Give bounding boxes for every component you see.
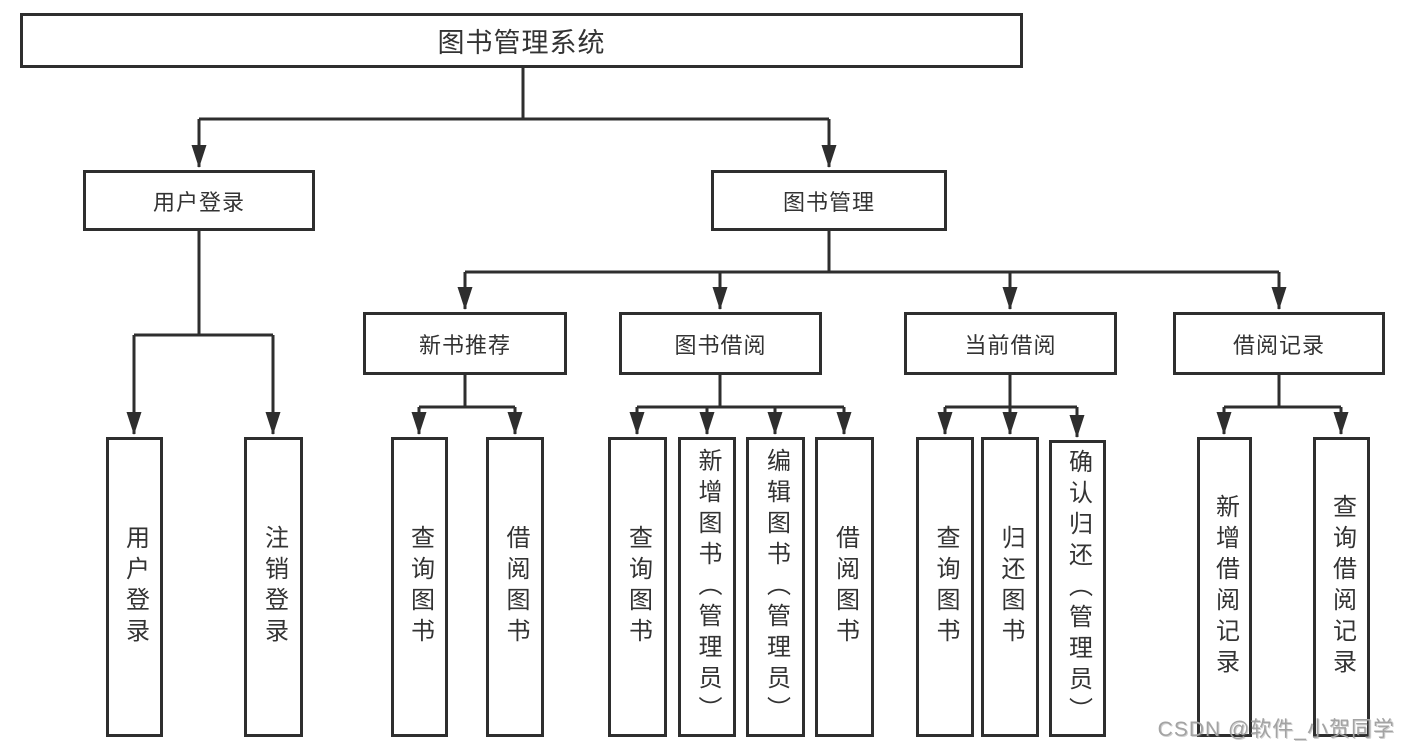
leaf-add-book-admin: 新增图书（管理员） — [678, 437, 736, 737]
leaf-add-book-admin-label: 新增图书（管理员） — [694, 447, 721, 727]
leaf-borrow-books-borrowing: 借阅图书 — [815, 437, 874, 737]
leaf-edit-book-admin: 编辑图书（管理员） — [746, 437, 805, 737]
leaf-query-borrow-record-label: 查询借阅记录 — [1328, 494, 1356, 680]
node-user-login: 用户登录 — [83, 170, 315, 231]
leaf-confirm-return-admin-label: 确认归还（管理员） — [1064, 449, 1092, 728]
node-new-book-recommendation: 新书推荐 — [363, 312, 567, 375]
leaf-query-books-borrowing: 查询图书 — [608, 437, 667, 737]
node-book-borrowing: 图书借阅 — [619, 312, 822, 375]
node-root-label: 图书管理系统 — [437, 28, 606, 58]
node-current-borrowing: 当前借阅 — [904, 312, 1117, 375]
node-user-login-label: 用户登录 — [152, 189, 245, 215]
leaf-return-book-label: 归还图书 — [997, 525, 1024, 649]
node-root: 图书管理系统 — [20, 13, 1023, 68]
node-book-management-label: 图书管理 — [782, 189, 875, 215]
leaf-borrow-books-recommend: 借阅图书 — [486, 437, 544, 737]
leaf-query-books-recommend: 查询图书 — [391, 437, 448, 737]
leaf-query-borrow-record: 查询借阅记录 — [1313, 437, 1370, 737]
node-book-management: 图书管理 — [711, 170, 947, 231]
leaf-confirm-return-admin: 确认归还（管理员） — [1049, 440, 1106, 737]
leaf-add-borrow-record-label: 新增借阅记录 — [1211, 494, 1239, 680]
leaf-borrow-books-recommend-label: 借阅图书 — [502, 525, 529, 649]
leaf-user-login-label: 用户登录 — [121, 525, 149, 649]
leaf-logout-login: 注销登录 — [244, 437, 303, 737]
node-book-borrowing-label: 图书借阅 — [674, 332, 767, 358]
leaf-query-books-borrowing-label: 查询图书 — [624, 525, 652, 649]
leaf-logout-login-label: 注销登录 — [260, 525, 288, 649]
leaf-borrow-books-borrowing-label: 借阅图书 — [831, 525, 859, 649]
node-borrowing-records-label: 借阅记录 — [1232, 332, 1325, 358]
leaf-return-book: 归还图书 — [981, 437, 1039, 737]
csdn-watermark: CSDN @软件_小贺同学 — [1157, 718, 1395, 741]
leaf-query-books-current: 查询图书 — [916, 437, 974, 737]
leaf-edit-book-admin-label: 编辑图书（管理员） — [762, 447, 790, 727]
leaf-add-borrow-record: 新增借阅记录 — [1197, 437, 1252, 737]
leaf-user-login: 用户登录 — [106, 437, 163, 737]
node-new-book-recommendation-label: 新书推荐 — [418, 332, 511, 358]
leaf-query-books-recommend-label: 查询图书 — [406, 525, 434, 649]
leaf-query-books-current-label: 查询图书 — [932, 525, 959, 649]
node-borrowing-records: 借阅记录 — [1173, 312, 1385, 375]
node-current-borrowing-label: 当前借阅 — [964, 332, 1057, 358]
